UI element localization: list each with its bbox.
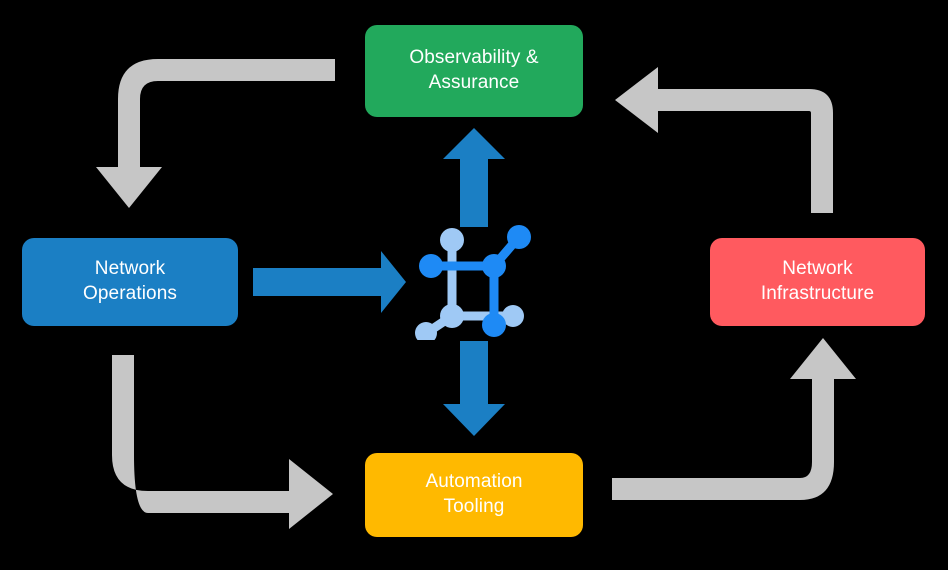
node-bottomleft-light [415,322,437,340]
box-automation-tooling[interactable]: Automation Tooling [365,453,583,537]
node-topright-dark [507,225,531,249]
node-bottom-dark [482,313,506,337]
network-topology-icon [415,225,531,340]
box-network-infrastructure[interactable]: Network Infrastructure [710,238,925,326]
gray-arrow-automation-to-netinfra [612,338,856,500]
gray-arrow-observability-to-netops [96,59,335,208]
node-top-light [440,228,464,252]
blue-arrow-netops-to-center [253,251,406,313]
blue-arrow-center-to-automation [443,341,505,436]
node-left-dark [419,254,443,278]
gray-arrow-netops-to-automation [112,355,333,529]
node-right-light [502,305,524,327]
box-network-operations[interactable]: Network Operations [22,238,238,326]
box-observability-assurance[interactable]: Observability & Assurance [365,25,583,117]
node-junction-dark [482,254,506,278]
blue-arrow-center-to-observability [443,128,505,227]
gray-arrow-netinfra-to-observability [615,67,833,213]
node-center-light [440,304,464,328]
